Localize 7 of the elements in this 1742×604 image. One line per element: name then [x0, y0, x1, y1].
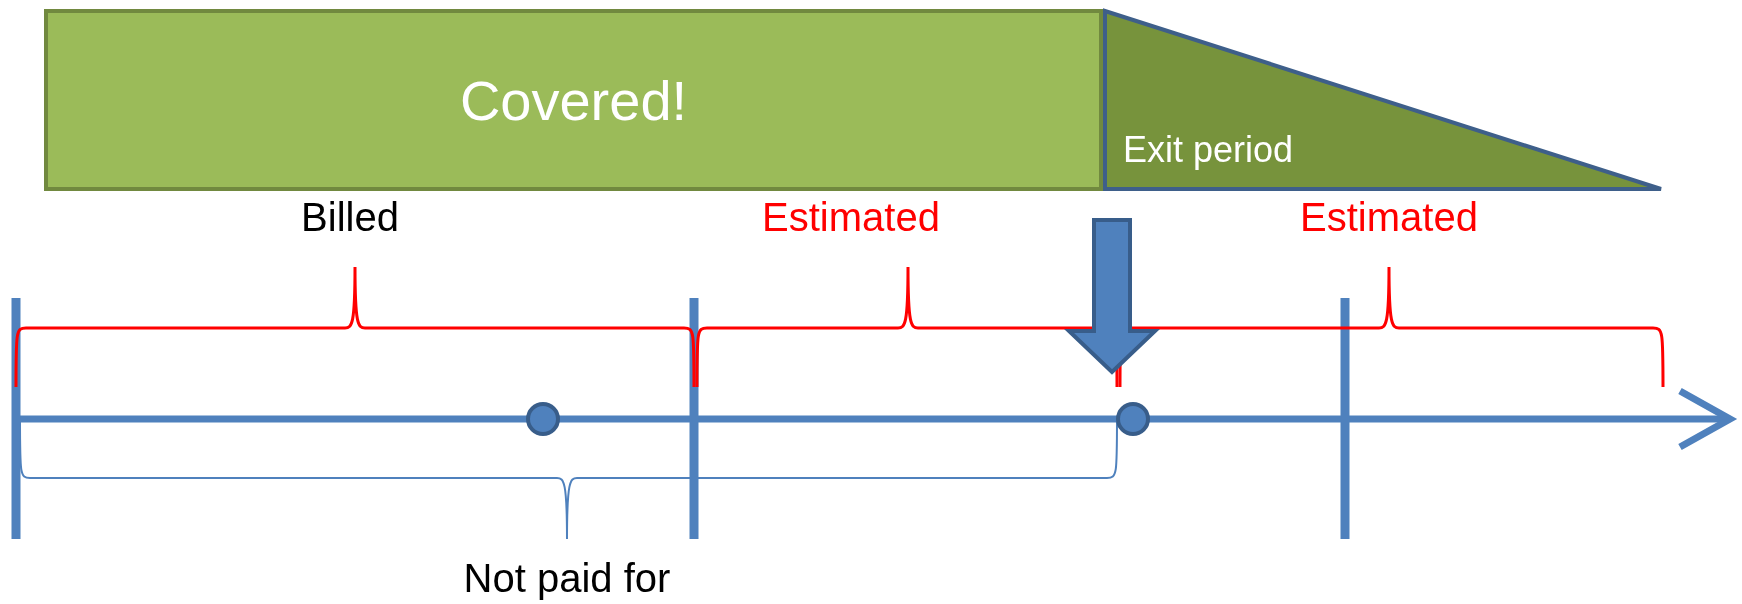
coverage-bar — [44, 9, 1103, 191]
period-label: Billed — [301, 197, 399, 237]
period-label: Exit period — [1123, 129, 1294, 171]
bar-label: Covered! — [459, 67, 688, 133]
bracket-label: Not paid for — [463, 558, 671, 598]
period-label: Estimated — [762, 197, 940, 237]
period-label: Estimated — [1300, 197, 1478, 237]
